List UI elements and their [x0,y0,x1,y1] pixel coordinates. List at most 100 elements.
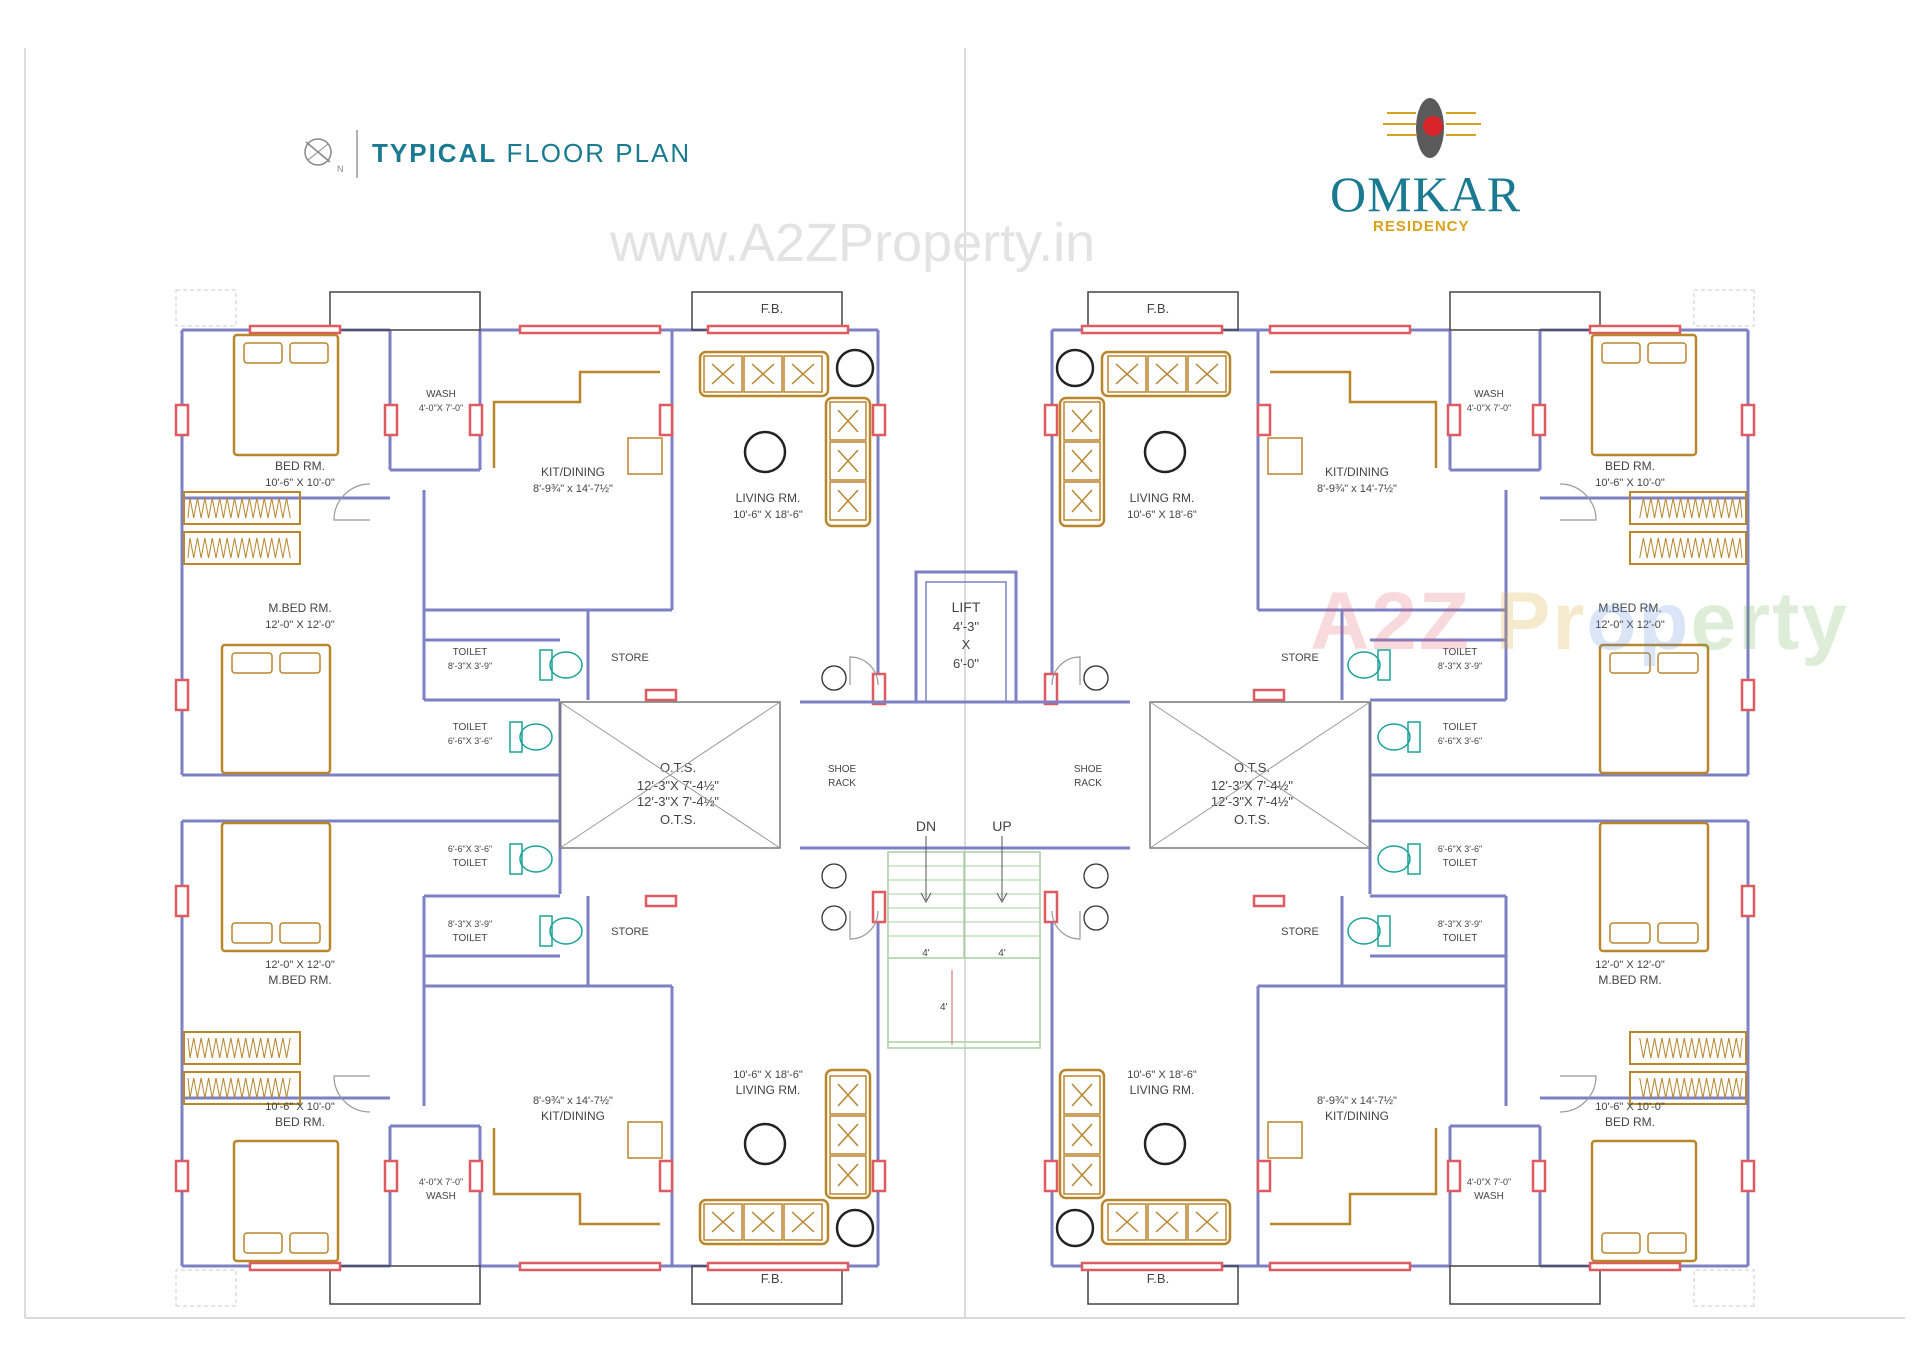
bed-furniture [232,1139,340,1263]
bed-room-label-LT: BED RM. [275,459,325,473]
toilet-a-label-RB: TOILET [1443,933,1478,944]
shoe-rack-label-right-2: RACK [1074,778,1102,789]
window [1043,1159,1059,1193]
lift-width: 4'-3" [953,619,979,634]
brand-logo-icon [1383,98,1481,158]
toilet-a-size-RB: 8'-3"X 3'-9" [1438,919,1482,929]
window [383,1159,399,1193]
window [706,1261,850,1272]
kitchen-size-LB: 8'-9¾" x 14'-7½" [533,1095,613,1107]
door-swing [849,910,879,940]
kitchen-label-RT: KIT/DINING [1325,465,1389,479]
store-label-LB: STORE [611,926,649,938]
toilet-fixture [539,649,583,681]
bed-furniture [1590,333,1698,457]
master-bed-label-RB: M.BED RM. [1598,973,1661,987]
window [1531,1159,1547,1193]
window [1740,403,1756,437]
flat-number-circle [1083,863,1109,889]
door-swing [1051,910,1081,940]
master-bed-size-RT: 12'-0" X 12'-0" [1595,619,1665,631]
ledge [1693,289,1755,327]
room-labels: BED RM. 10'-6" X 10'-0" M.BED RM. 12'-0" X … [265,301,1665,1286]
toilet-fixture [1377,843,1421,875]
kitchen-label-LB: KIT/DINING [541,1109,605,1123]
bed-room-label-LB: BED RM. [275,1115,325,1129]
door-swing [849,656,879,686]
ots-shaft [1149,701,1371,849]
wash-label-LB: WASH [426,1191,456,1202]
ledge [175,289,237,327]
flat-unit-1 [1043,748,1756,1307]
bed-room-size-RT: 10'-6" X 10'-0" [1595,477,1665,489]
lift-height: 6'-0" [953,656,979,671]
wash-balcony [1449,291,1601,331]
window [871,403,887,437]
door-swing [1559,483,1597,521]
lift-label: LIFT [952,599,981,615]
wash-size-RT: 4'-0"X 7'-0" [1467,403,1511,413]
window [1740,884,1756,918]
window [248,1261,342,1272]
wardrobe-furniture [183,1031,301,1065]
window [1252,688,1286,702]
bed-furniture [232,333,340,457]
flat-number-circle [821,665,847,691]
window [174,884,190,918]
kitchen-size-RB: 8'-9¾" x 14'-7½" [1317,1095,1397,1107]
bed-room-label-RT: BED RM. [1605,459,1655,473]
sofa-furniture [824,1068,872,1200]
shoe-rack-label-right: SHOE [1074,764,1103,775]
fan-fixture [835,1208,875,1248]
living-room-label-RT: LIVING RM. [1130,491,1195,505]
master-bed-size-LB: 12'-0" X 12'-0" [265,959,335,971]
fan-fixture [835,348,875,388]
window [383,403,399,437]
wash-balcony [1449,1265,1601,1305]
wardrobe-furniture [1629,491,1747,525]
living-room-label-RB: LIVING RM. [1130,1083,1195,1097]
page-title-rest: FLOOR PLAN [506,138,692,168]
store-label-LT: STORE [611,652,649,664]
window [706,324,850,335]
central-core: LIFT 4'-3" X 6'-0" [800,570,1130,1049]
fb-label-RT: F.B. [1147,301,1169,316]
window [518,1261,662,1272]
window [1080,324,1224,335]
window [644,688,678,702]
window [1740,678,1756,712]
stair-dim-left: 4' [922,948,930,959]
window [174,678,190,712]
wardrobe-furniture [1629,1031,1747,1065]
ots-label-RB: O.T.S. [1234,812,1270,827]
wardrobe-furniture [1629,1071,1747,1105]
living-room-size-RB: 10'-6" X 18'-6" [1127,1069,1197,1081]
window [1446,1159,1462,1193]
living-room-label-LT: LIVING RM. [736,491,801,505]
window [1080,1261,1224,1272]
window [1252,894,1286,908]
toilet-a-label-LT: TOILET [453,647,488,658]
bed-furniture [220,643,332,775]
sofa-furniture [1058,396,1106,528]
toilet-a-size-LT: 8'-3"X 3'-9" [448,661,492,671]
wardrobe-furniture [183,1071,301,1105]
window [1740,1159,1756,1193]
wash-label-RT: WASH [1474,389,1504,400]
living-room-size-LB: 10'-6" X 18'-6" [733,1069,803,1081]
wash-size-LT: 4'-0"X 7'-0" [419,403,463,413]
wash-balcony [329,1265,481,1305]
svg-text:N: N [337,164,344,174]
flat-number-badge [1083,905,1109,931]
bed-room-size-LT: 10'-6" X 10'-0" [265,477,335,489]
ots-size-RT: 12'-3"X 7'-4½" [1211,778,1294,793]
window [1268,1261,1412,1272]
toilet-a-size-RT: 8'-3"X 3'-9" [1438,661,1482,671]
shoe-rack-label-left: SHOE [828,764,857,775]
fan-fixture [1143,430,1187,474]
stair-dim-vertical: 4' [940,1002,948,1013]
toilet-fixture [539,915,583,947]
ots-label-LB: O.T.S. [660,812,696,827]
sofa-furniture [1100,1198,1232,1246]
window [1531,403,1547,437]
